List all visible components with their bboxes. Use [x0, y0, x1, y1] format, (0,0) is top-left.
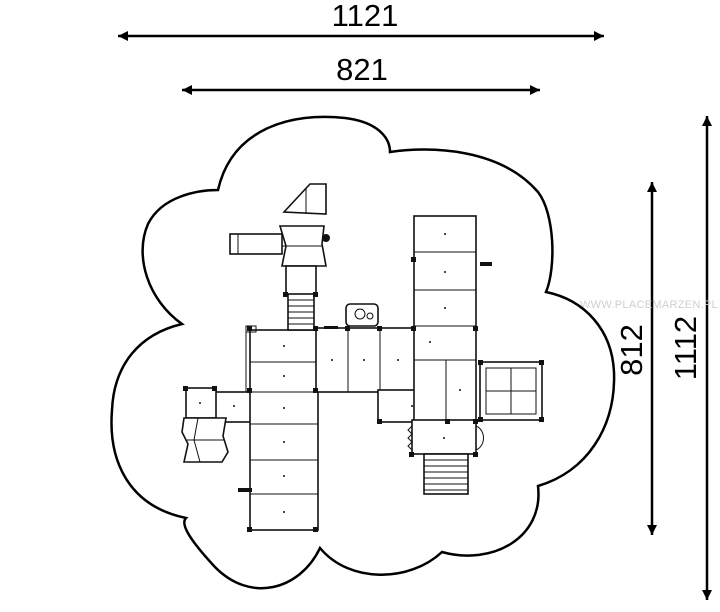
watermark-text: WWW.PLACEMARZEN.PL: [580, 299, 718, 311]
dimension-inner-width: 821: [182, 52, 540, 95]
left-platform-column: [249, 329, 319, 531]
inner-width-label: 821: [336, 52, 388, 87]
ladder-rungs: [288, 299, 314, 325]
stairs: [423, 453, 469, 495]
play-panel: [345, 303, 379, 327]
overall-depth-label: 1112: [668, 316, 703, 380]
safety-zone-outline: [110, 115, 616, 590]
tower-base: [285, 265, 317, 297]
dimension-overall-depth: 1112: [668, 116, 712, 600]
posts: [183, 257, 544, 532]
right-platform-column: [413, 215, 477, 423]
inner-depth-label: 812: [614, 324, 649, 376]
playground-structure: [181, 183, 544, 532]
stair-treads: [424, 459, 468, 491]
surface-dots: [199, 233, 461, 513]
dimension-overall-width: 1121: [118, 0, 604, 41]
slide: [229, 233, 283, 255]
tower-roof: [282, 183, 327, 215]
dimension-inner-depth: 812: [614, 182, 657, 535]
overall-width-label: 1121: [332, 0, 399, 33]
